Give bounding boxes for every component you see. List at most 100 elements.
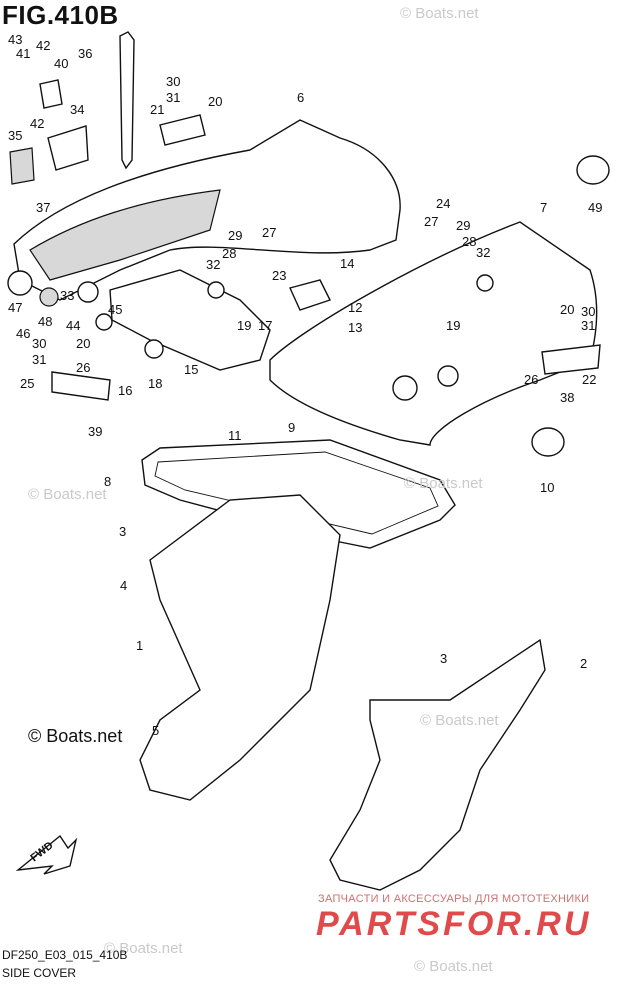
site-logo: PARTSFOR.RU	[316, 905, 592, 943]
callout-45: 45	[108, 302, 122, 317]
figure-code: DF250_E03_015_410B	[2, 948, 128, 962]
callout-32: 32	[206, 257, 220, 272]
callout-44: 44	[66, 318, 80, 333]
callout-32: 32	[476, 245, 490, 260]
callout-38: 38	[560, 390, 574, 405]
seal-8	[141, 439, 456, 549]
callout-9: 9	[288, 420, 295, 435]
upper-cover-7	[269, 221, 598, 446]
callout-27: 27	[424, 214, 438, 229]
callout-3: 3	[440, 651, 447, 666]
callout-48: 48	[38, 314, 52, 329]
callout-12: 12	[348, 300, 362, 315]
callout-36: 36	[78, 46, 92, 61]
callout-2: 2	[580, 656, 587, 671]
callout-23: 23	[272, 268, 286, 283]
bracket-12	[289, 279, 331, 311]
callout-33: 33	[60, 288, 74, 303]
callout-21: 21	[150, 102, 164, 117]
callout-4: 4	[120, 578, 127, 593]
callout-42: 42	[36, 38, 50, 53]
callout-47: 47	[8, 300, 22, 315]
callout-19: 19	[237, 318, 251, 333]
watermark-main: © Boats.net	[28, 726, 123, 746]
side-cover-2	[329, 638, 546, 891]
grommet-33	[77, 281, 99, 303]
callout-30: 30	[166, 74, 180, 89]
watermark-right: © Boats.net	[404, 475, 483, 492]
callout-28: 28	[462, 234, 476, 249]
callout-14: 14	[340, 256, 354, 271]
promo-text: ЗАПЧАСТИ И АКСЕССУАРЫ ДЛЯ МОТОТЕХНИКИ	[318, 893, 590, 905]
callout-16: 16	[118, 383, 132, 398]
hole-cap-10-socket	[392, 375, 418, 401]
callout-1: 1	[136, 638, 143, 653]
callout-20: 20	[560, 302, 574, 317]
plug-49	[576, 155, 610, 185]
watermark-left: © Boats.net	[28, 486, 107, 503]
figure-caption: SIDE COVER	[2, 966, 77, 980]
callout-20: 20	[208, 94, 222, 109]
callout-37: 37	[36, 200, 50, 215]
callout-26: 26	[524, 372, 538, 387]
callout-40: 40	[54, 56, 68, 71]
callout-30: 30	[581, 304, 595, 319]
figure-title: FIG.410B	[2, 0, 119, 30]
pad-35	[9, 147, 35, 185]
callout-8: 8	[104, 474, 111, 489]
callout-31: 31	[581, 318, 595, 333]
watermark-lower: © Boats.net	[420, 712, 499, 729]
watermark-bottom: © Boats.net	[104, 940, 183, 957]
grommet-32b	[476, 274, 494, 292]
watermark-top: © Boats.net	[400, 5, 479, 22]
side-cover-1	[139, 494, 341, 801]
callout-7: 7	[540, 200, 547, 215]
callout-27: 27	[262, 225, 276, 240]
callout-6: 6	[297, 90, 304, 105]
fwd-arrow-icon	[15, 834, 78, 875]
callout-20: 20	[76, 336, 90, 351]
strap-36	[119, 31, 135, 170]
callout-10: 10	[540, 480, 554, 495]
callout-19: 19	[446, 318, 460, 333]
callout-31: 31	[166, 90, 180, 105]
handle-25	[51, 371, 111, 401]
cap-10	[531, 427, 565, 457]
bushing-45	[95, 313, 113, 331]
callout-39: 39	[88, 424, 102, 439]
callout-22: 22	[582, 372, 596, 387]
callout-26: 26	[76, 360, 90, 375]
callout-3: 3	[119, 524, 126, 539]
grommet-32	[207, 281, 225, 299]
callout-18: 18	[148, 376, 162, 391]
handle-22	[541, 344, 601, 375]
callout-13: 13	[348, 320, 362, 335]
callout-15: 15	[184, 362, 198, 377]
callout-25: 25	[20, 376, 34, 391]
callout-30: 30	[32, 336, 46, 351]
handle-21	[159, 114, 206, 146]
seal-8-inner	[154, 451, 439, 535]
callout-31: 31	[32, 352, 46, 367]
callout-43: 43	[8, 32, 22, 47]
callout-17: 17	[258, 318, 272, 333]
clip-40	[39, 79, 63, 109]
callout-49: 49	[588, 200, 602, 215]
callout-34: 34	[70, 102, 84, 117]
callout-28: 28	[222, 246, 236, 261]
callout-5: 5	[152, 723, 159, 738]
hole-socket	[437, 365, 459, 387]
callout-24: 24	[436, 196, 450, 211]
callout-42: 42	[30, 116, 44, 131]
callout-29: 29	[456, 218, 470, 233]
watermark-bottom-right: © Boats.net	[414, 958, 493, 975]
callout-41: 41	[16, 46, 30, 61]
bracket-15	[109, 269, 271, 371]
callout-35: 35	[8, 128, 22, 143]
callout-11: 11	[228, 428, 242, 443]
cover-6-inner	[29, 189, 221, 281]
callout-46: 46	[16, 326, 30, 341]
